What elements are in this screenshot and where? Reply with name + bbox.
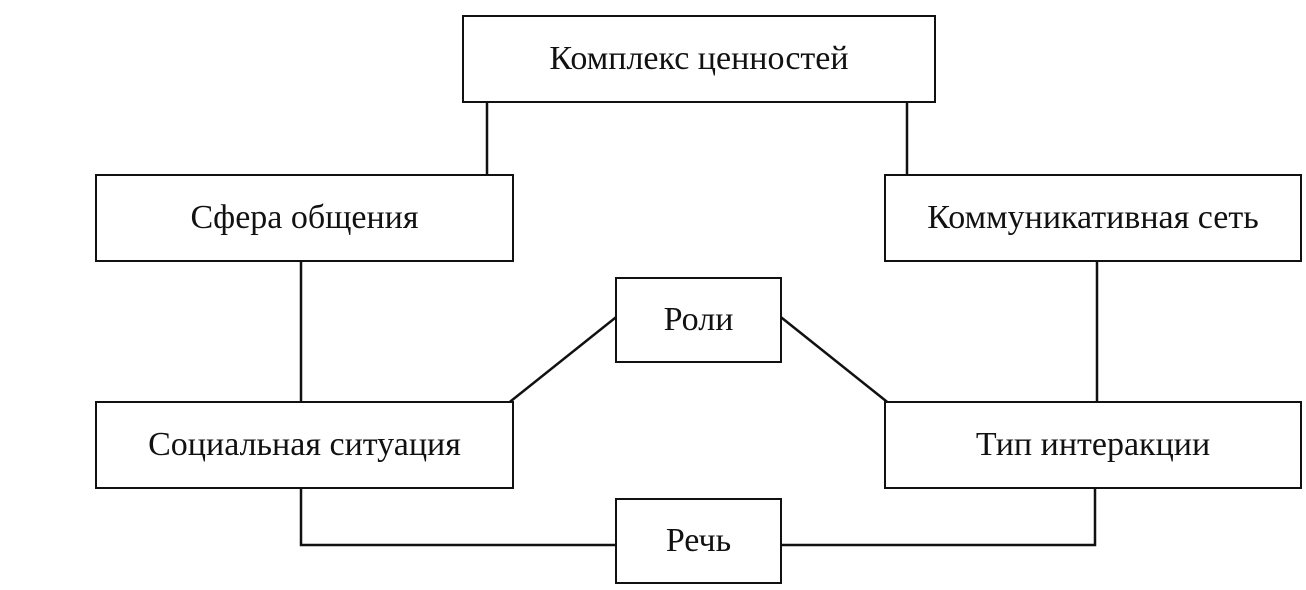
node-values-label: Комплекс ценностей [549, 40, 849, 77]
node-situation: Социальная ситуация [95, 401, 514, 489]
node-roles-label: Роли [663, 301, 734, 338]
node-network-label: Коммуникативная сеть [927, 199, 1259, 236]
node-speech: Речь [615, 498, 782, 584]
node-speech-label: Речь [665, 522, 732, 559]
node-interaction-label: Тип интеракции [975, 426, 1211, 463]
node-values: Комплекс ценностей [462, 15, 936, 103]
node-network: Коммуникативная сеть [884, 174, 1302, 262]
edge-interaction-speech [780, 487, 1097, 547]
edge-situation-speech [299, 487, 617, 547]
node-interaction: Тип интеракции [884, 401, 1302, 489]
edge-roles-situation [509, 316, 617, 403]
node-situation-label: Социальная ситуация [148, 426, 461, 463]
edge-roles-interaction [780, 316, 888, 403]
node-sphere-label: Сфера общения [190, 199, 419, 236]
node-sphere: Сфера общения [95, 174, 514, 262]
node-roles: Роли [615, 277, 782, 363]
